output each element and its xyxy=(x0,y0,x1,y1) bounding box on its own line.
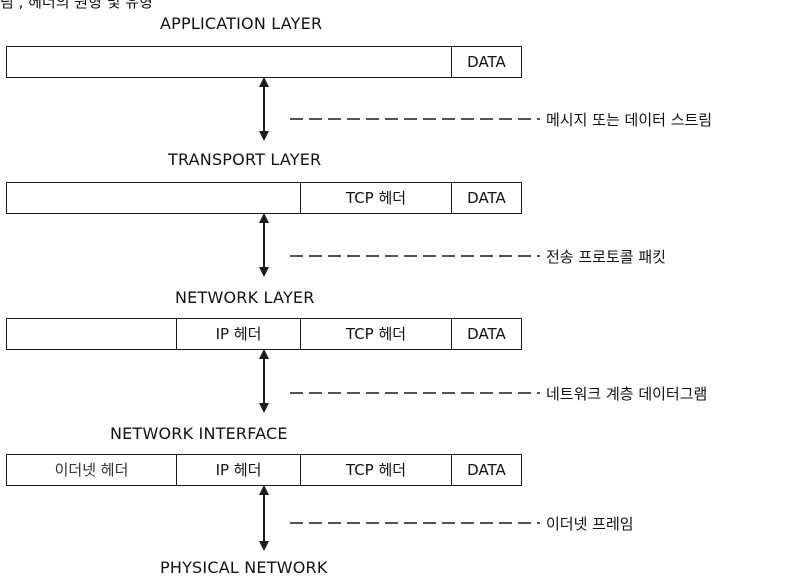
network-frame: IP 헤더 TCP 헤더 DATA xyxy=(6,318,522,350)
interface-data-cell: DATA xyxy=(451,455,521,485)
interface-frame: 이더넷 헤더 IP 헤더 TCP 헤더 DATA xyxy=(6,454,522,486)
transport-tcp-header-cell: TCP 헤더 xyxy=(300,183,451,213)
transport-layer-label: TRANSPORT LAYER xyxy=(168,150,322,169)
top-title-fragment: 림 , 헤더의 원형 및 유형 xyxy=(0,0,153,11)
interface-ethernet-header-cell: 이더넷 헤더 xyxy=(54,461,129,479)
interface-ip-header-cell: IP 헤더 xyxy=(176,455,300,485)
network-layer-label: NETWORK LAYER xyxy=(175,288,315,307)
network-ip-header-cell: IP 헤더 xyxy=(176,319,300,349)
network-data-cell: DATA xyxy=(451,319,521,349)
application-data-cell: DATA xyxy=(451,47,521,77)
transport-frame: TCP 헤더 DATA xyxy=(6,182,522,214)
application-description: 메시지 또는 데이터 스트림 xyxy=(546,111,713,129)
transport-description: 전송 프로토콜 패킷 xyxy=(546,248,666,266)
network-interface-label: NETWORK INTERFACE xyxy=(110,424,288,443)
physical-network-label: PHYSICAL NETWORK xyxy=(160,558,328,577)
transport-data-cell: DATA xyxy=(451,183,521,213)
network-description: 네트워크 계층 데이터그램 xyxy=(546,385,708,403)
interface-tcp-header-cell: TCP 헤더 xyxy=(300,455,451,485)
network-tcp-header-cell: TCP 헤더 xyxy=(300,319,451,349)
interface-description: 이더넷 프레임 xyxy=(546,515,634,533)
application-layer-label: APPLICATION LAYER xyxy=(160,14,323,33)
